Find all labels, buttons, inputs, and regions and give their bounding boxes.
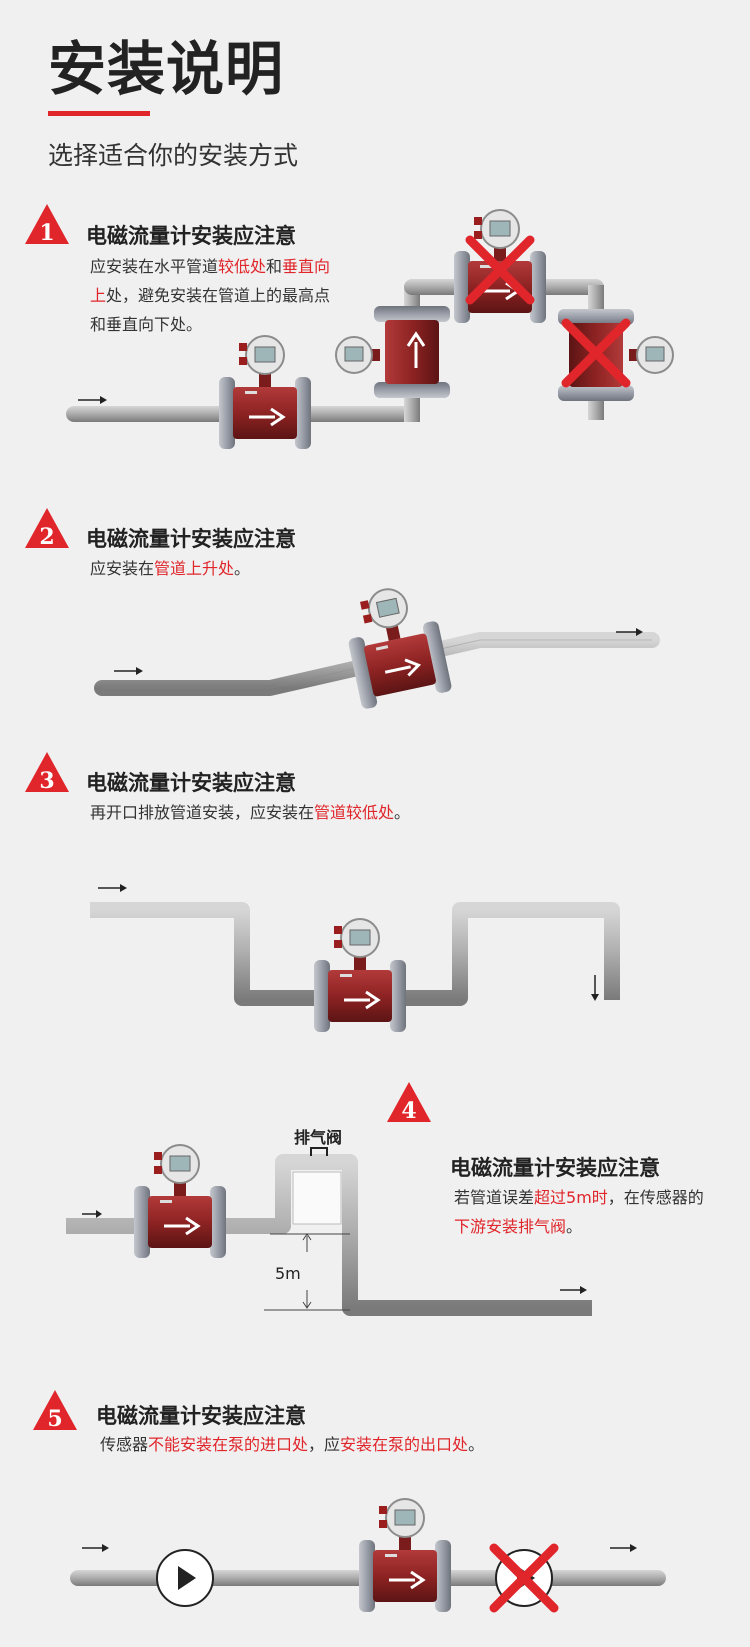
section-1-line-2: 上处，避免安装在管道上的最高点 xyxy=(90,286,331,305)
section-2-diagram xyxy=(94,578,660,712)
section-5-badge: 5 xyxy=(33,1390,77,1432)
section-4-line-2: 下游安装排气阀。 xyxy=(454,1217,583,1236)
svg-text:1: 1 xyxy=(39,220,54,246)
height-label: 5m xyxy=(275,1264,301,1283)
section-2-text: 应安装在管道上升处。 xyxy=(90,559,251,578)
section-3-text: 再开口排放管道安装，应安装在管道较低处。 xyxy=(90,803,411,822)
section-5-diagram xyxy=(70,1497,666,1614)
section-1-diagram xyxy=(66,208,674,451)
pump-icon xyxy=(156,1549,214,1607)
vent-valve-label: 排气阀 xyxy=(294,1128,343,1147)
meter-pump-outlet xyxy=(357,1497,453,1614)
section-1-heading: 电磁流量计安装应注意 xyxy=(86,224,296,248)
svg-text:4: 4 xyxy=(401,1098,416,1124)
section-5-text: 传感器不能安装在泵的进口处，应安装在泵的出口处。 xyxy=(100,1435,485,1454)
section-4-heading: 电磁流量计安装应注意 xyxy=(450,1156,660,1180)
section-5-heading: 电磁流量计安装应注意 xyxy=(96,1404,306,1428)
section-3-badge: 3 xyxy=(25,752,69,794)
meter-low-point xyxy=(312,917,408,1034)
page-subtitle: 选择适合你的安装方式 xyxy=(48,141,299,170)
pump-wrong-icon xyxy=(494,1548,554,1608)
section-2-heading: 电磁流量计安装应注意 xyxy=(86,527,296,551)
meter-before-rise xyxy=(132,1143,228,1260)
svg-text:2: 2 xyxy=(39,524,54,550)
svg-text:3: 3 xyxy=(39,768,54,794)
section-1-line-1: 应安装在水平管道较低处和垂直向 xyxy=(90,257,331,276)
section-4-badge: 4 xyxy=(387,1082,431,1124)
section-3-diagram xyxy=(90,884,620,1034)
section-1-line-3: 和垂直向下处。 xyxy=(90,315,203,334)
meter-horizontal-ok xyxy=(217,334,313,451)
section-3-heading: 电磁流量计安装应注意 xyxy=(86,771,296,795)
section-4-line-1: 若管道误差超过5m时，在传感器的 xyxy=(454,1188,704,1207)
section-2-badge: 2 xyxy=(25,508,69,550)
section-4-text: 若管道误差超过5m时，在传感器的 下游安装排气阀。 xyxy=(454,1183,704,1241)
section-1-badge: 1 xyxy=(25,204,69,246)
title-underline xyxy=(48,111,150,116)
section-4-diagram xyxy=(66,1143,592,1316)
svg-text:5: 5 xyxy=(47,1406,62,1432)
section-1-text: 应安装在水平管道较低处和垂直向 上处，避免安装在管道上的最高点 和垂直向下处。 xyxy=(90,252,330,339)
vent-valve-icon xyxy=(310,1147,328,1156)
meter-rising-pipe xyxy=(337,578,454,712)
page-title: 安装说明 xyxy=(48,35,285,103)
